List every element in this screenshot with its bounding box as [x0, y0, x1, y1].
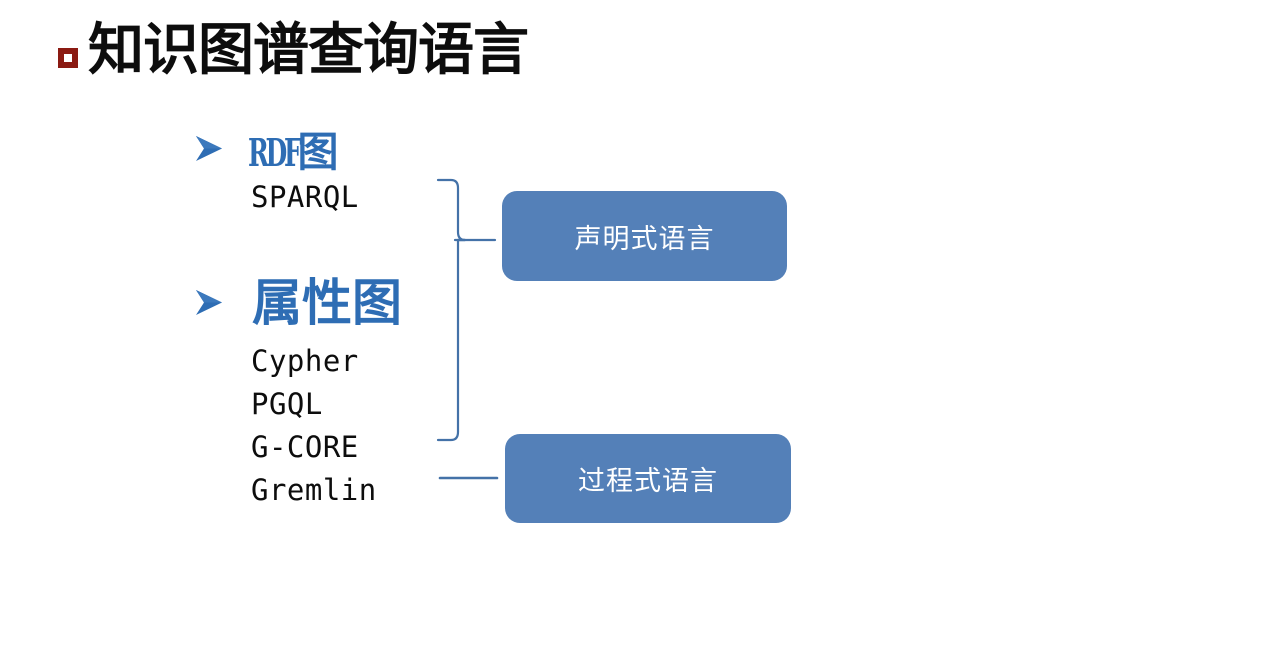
language-list-property-graph: Cypher PGQL G-CORE Gremlin — [251, 340, 377, 512]
arrow-bullet-icon — [192, 286, 226, 320]
brace-connector-declarative — [436, 178, 497, 442]
list-item: Gremlin — [251, 473, 377, 507]
list-item: PGQL — [251, 387, 323, 421]
category-box-declarative-label: 声明式语言 — [574, 223, 715, 255]
list-item: SPARQL — [251, 180, 359, 214]
category-box-procedural-label: 过程式语言 — [578, 466, 718, 497]
section-label-rdf-latin: RDF — [248, 130, 302, 175]
category-box-declarative[interactable]: 声明式语言 — [502, 191, 787, 281]
section-label-rdf: RDF图 — [248, 118, 339, 178]
page-title: 知识图谱查询语言 — [58, 18, 529, 83]
list-item: G-CORE — [251, 430, 359, 464]
page-title-text: 知识图谱查询语言 — [88, 18, 529, 83]
list-item: Cypher — [251, 344, 359, 378]
section-label-property-graph: 属性图 — [252, 274, 402, 332]
section-heading-property-graph: 属性图 — [192, 278, 402, 328]
section-heading-rdf: RDF图 — [192, 118, 339, 178]
arrow-bullet-icon — [192, 132, 224, 164]
section-label-rdf-cjk: 图 — [297, 128, 339, 176]
category-box-procedural[interactable]: 过程式语言 — [505, 434, 791, 523]
square-outline-bullet-icon — [58, 48, 78, 69]
language-list-rdf: SPARQL — [251, 176, 359, 219]
